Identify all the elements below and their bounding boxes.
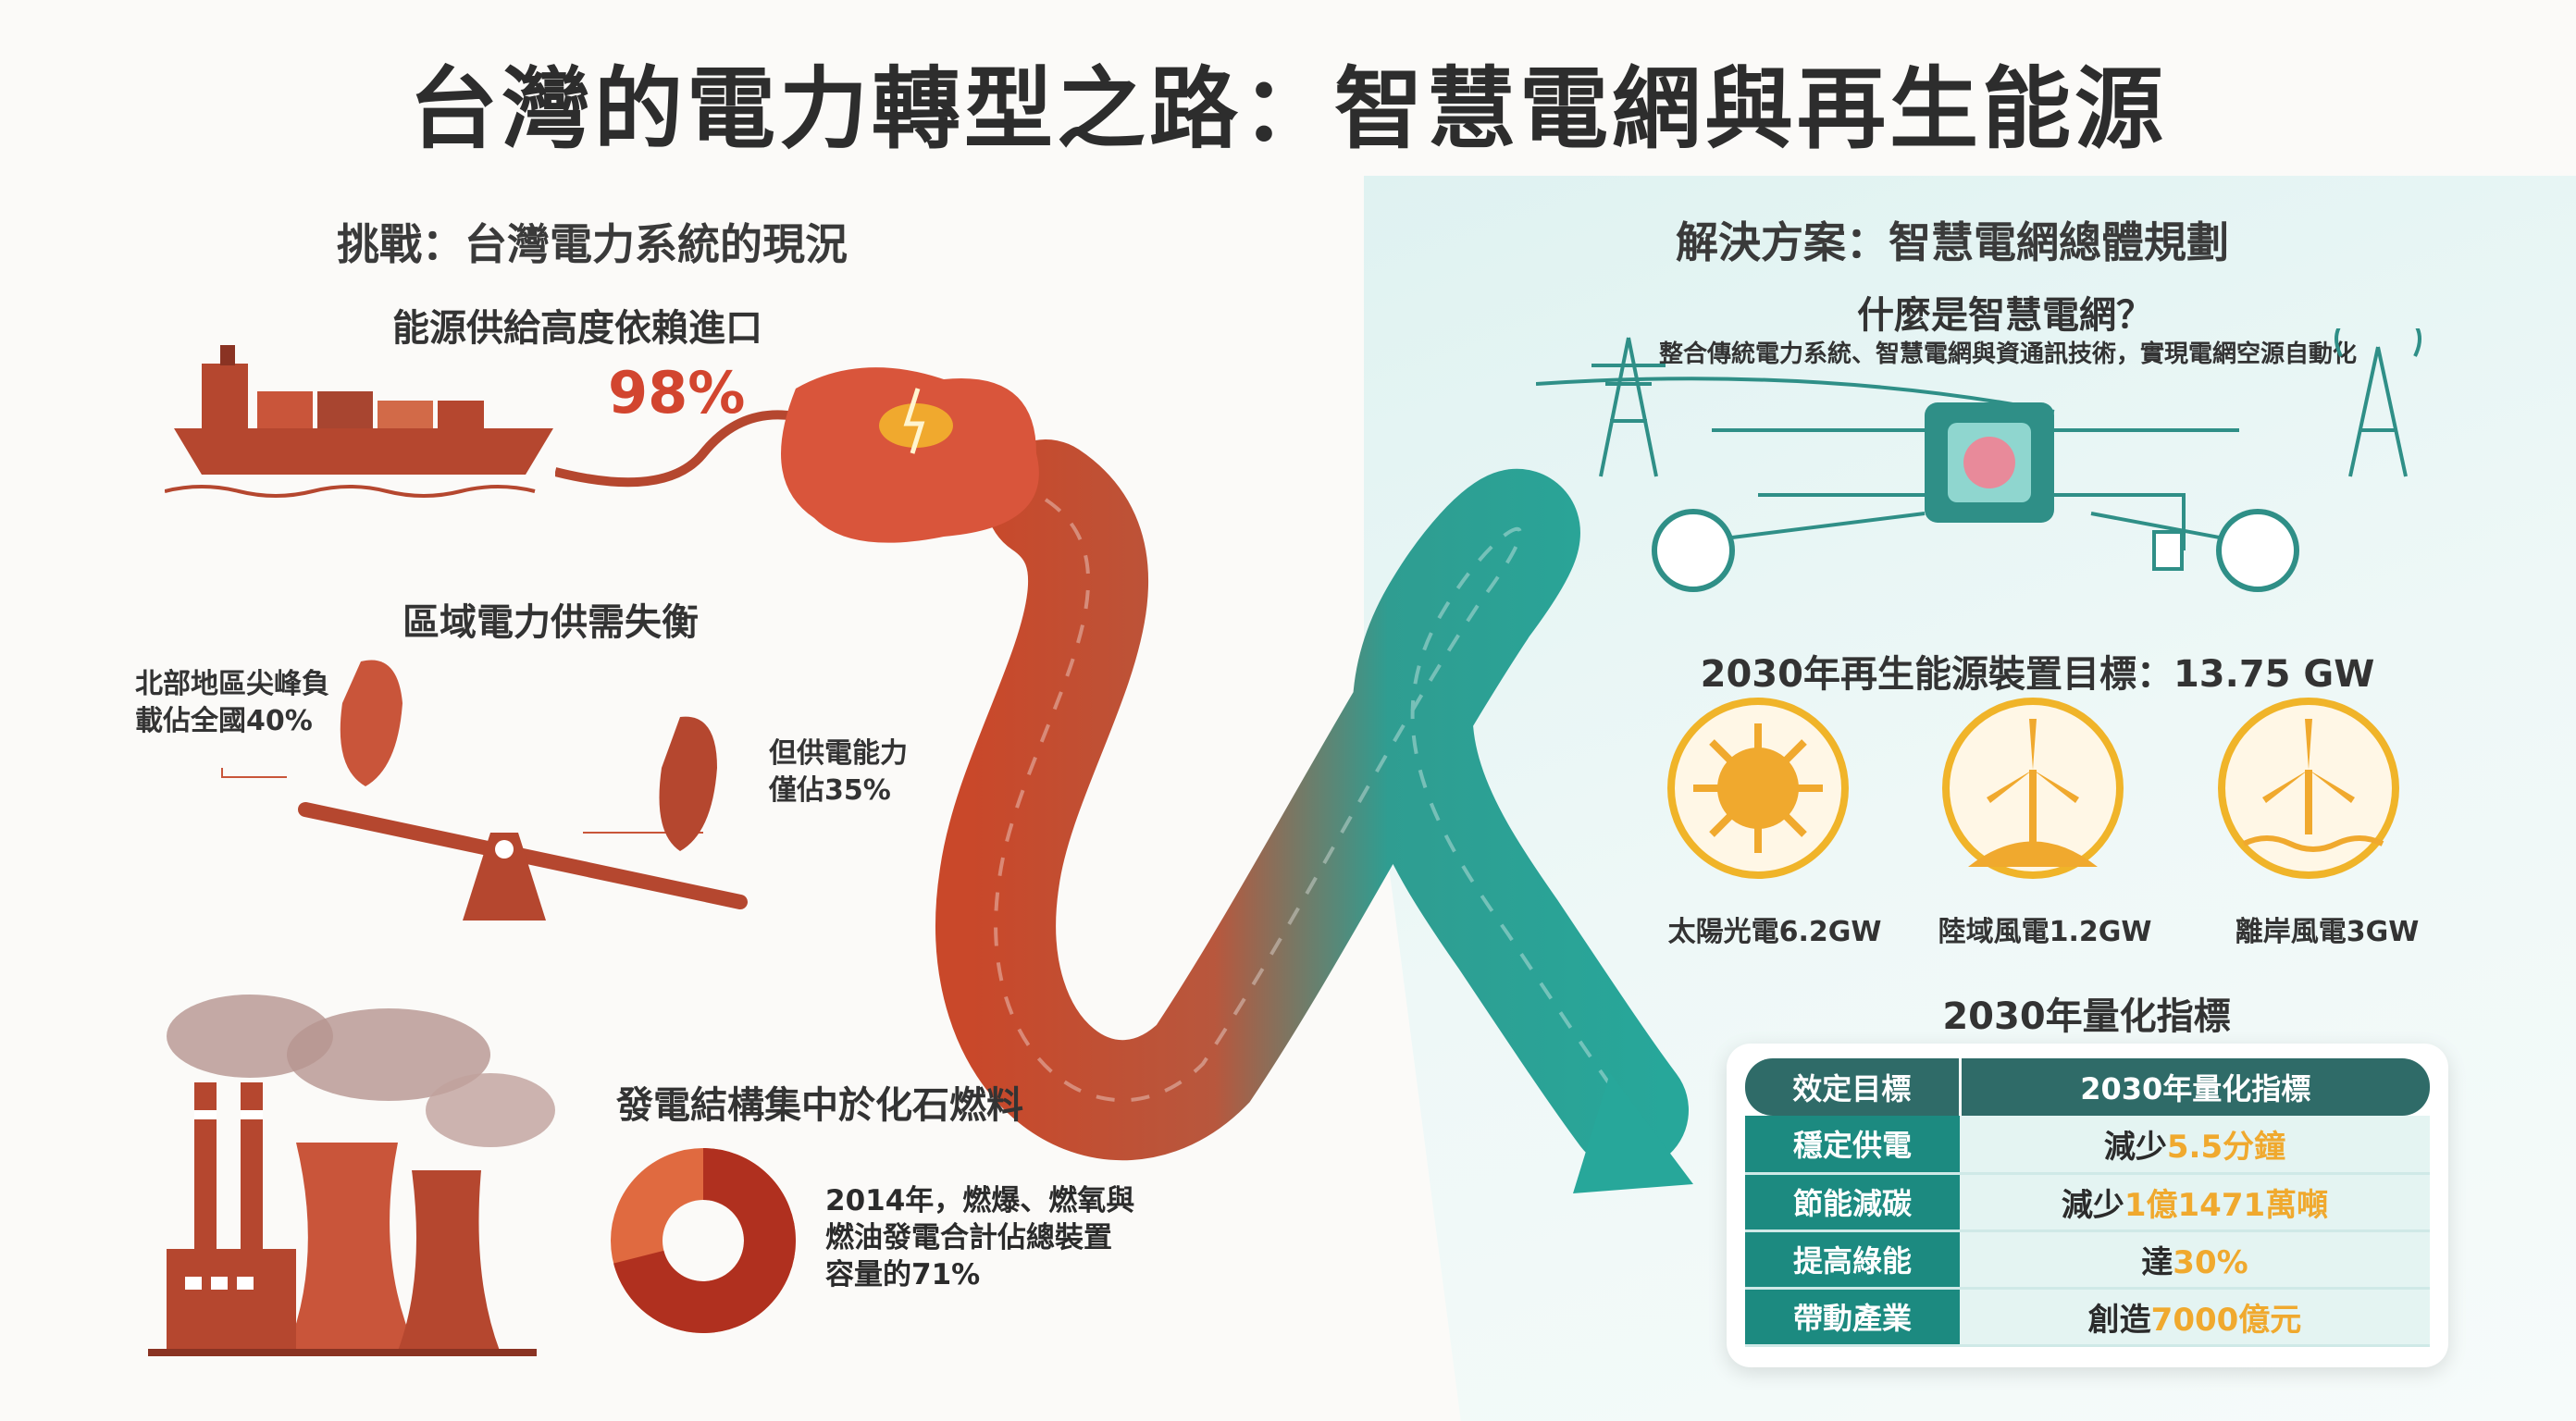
north-line-1: 北部地區尖峰負 (135, 668, 329, 700)
fossil-line-3: 容量的71% (825, 1258, 981, 1291)
north-line-2: 載佔全國40% (135, 705, 313, 737)
fossil-line-2: 燃油發電合計佔總裝置 (825, 1221, 1112, 1254)
seesaw-taiwan-icon (221, 660, 748, 921)
metrics-table-card: 效定目標 2030年量化指標 穩定供電減少5.5分鐘節能減碳減少1億1471萬噸… (1727, 1044, 2448, 1367)
south-line-2: 僅佔35% (769, 774, 891, 807)
fossil-share-donut (611, 1148, 796, 1333)
import-title: 能源供給高度依賴進口 (392, 307, 762, 350)
table-row: 節能減碳減少1億1471萬噸 (1745, 1173, 2430, 1232)
goal-cell: 穩定供電 (1745, 1116, 1960, 1175)
column-header-goal: 效定目標 (1745, 1058, 1962, 1116)
smart-meter-icon (1652, 509, 1735, 592)
target-value: 5.5分鐘 (2166, 1128, 2286, 1166)
metrics-table: 效定目標 2030年量化指標 穩定供電減少5.5分鐘節能減碳減少1億1471萬噸… (1745, 1058, 2430, 1347)
smart-meter-icon (2216, 509, 2299, 592)
arrow-head-icon (1573, 1073, 1693, 1193)
column-header-target: 2030年量化指標 (1960, 1058, 2430, 1116)
target-prefix: 減少 (2103, 1128, 2167, 1166)
target-value: 30% (2173, 1243, 2248, 1281)
metrics-title: 2030年量化指標 (1942, 995, 2231, 1038)
table-row: 帶動產業創造7000億元 (1745, 1288, 2430, 1347)
target-prefix: 達 (2141, 1243, 2174, 1281)
table-row: 提高綠能達30% (1745, 1230, 2430, 1290)
power-hub-icon (555, 367, 1039, 543)
target-cell: 達30% (1960, 1230, 2430, 1290)
road-path (935, 439, 1689, 1170)
smart-grid-description: 整合傳統電力系統、智慧電網與資通訊技術，實現電網空源自動化 (1658, 340, 2358, 368)
goal-cell: 提高綠能 (1745, 1230, 1960, 1290)
south-supply-note: 但供電能力僅佔35% (769, 735, 908, 809)
fossil-title: 發電結構集中於化石燃料 (616, 1084, 1023, 1127)
onshore-wind-label: 陸域風電1.2GW (1938, 916, 2152, 948)
import-percent: 98% (608, 359, 746, 426)
north-load-note: 北部地區尖峰負載佔全國40% (135, 666, 329, 740)
cell-tower-icon (2348, 346, 2408, 477)
coal-power-plant-icon (148, 995, 555, 1356)
renewable-target-title: 2030年再生能源裝置目標：13.75 GW (1700, 653, 2375, 696)
cargo-ship-icon (165, 345, 553, 498)
south-line-1: 但供電能力 (769, 737, 908, 770)
target-prefix: 減少 (2061, 1186, 2124, 1224)
target-prefix: 創造 (2087, 1301, 2151, 1339)
challenge-heading: 挑戰：台灣電力系統的現況 (337, 219, 848, 269)
wind-turbine-icon (1942, 698, 2124, 879)
fossil-share-arc (611, 1148, 796, 1333)
target-cell: 減少1億1471萬噸 (1960, 1173, 2430, 1232)
solar-label: 太陽光電6.2GW (1667, 916, 1882, 948)
target-cell: 減少5.5分鐘 (1960, 1116, 2430, 1175)
smart-grid-diagram (1536, 328, 2421, 592)
target-cell: 創造7000億元 (1960, 1288, 2430, 1347)
table-row: 穩定供電減少5.5分鐘 (1745, 1116, 2430, 1175)
fossil-line-1: 2014年，燃爆、燃氧與 (825, 1184, 1135, 1217)
target-value: 7000億元 (2150, 1301, 2302, 1339)
goal-cell: 帶動產業 (1745, 1288, 1960, 1347)
transmission-tower-icon (1591, 337, 1666, 477)
goal-cell: 節能減碳 (1745, 1173, 1960, 1232)
solution-heading: 解決方案：智慧電網總體規劃 (1676, 217, 2229, 267)
offshore-wind-label: 離岸風電3GW (2235, 916, 2420, 948)
target-value: 1億1471萬噸 (2124, 1186, 2329, 1224)
page-title: 台灣的電力轉型之路：智慧電網與再生能源 (409, 57, 2167, 161)
smart-grid-question: 什麼是智慧電網？ (1857, 294, 2153, 337)
imbalance-title: 區域電力供需失衡 (402, 601, 699, 644)
sun-icon (1667, 698, 1849, 879)
fossil-note: 2014年，燃爆、燃氧與 燃油發電合計佔總裝置 容量的71% (825, 1182, 1134, 1293)
offshore-wind-icon (2218, 698, 2399, 879)
